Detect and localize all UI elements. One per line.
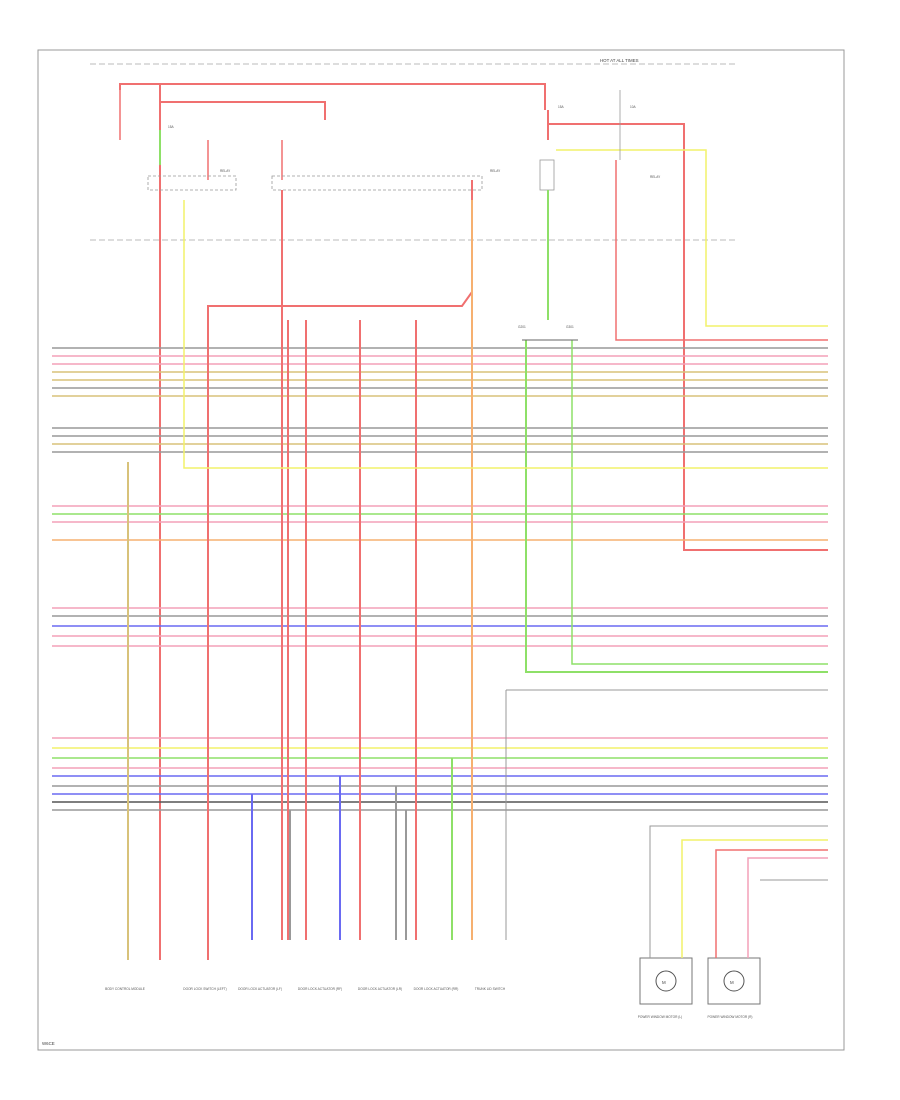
upper-section: RELAY RELAY 10A RELAY 15A 15A bbox=[119, 83, 828, 960]
wire-red-right-loop bbox=[547, 123, 828, 551]
motor-left-symbol: M bbox=[662, 980, 666, 985]
fuse-box-right bbox=[539, 159, 555, 191]
motor-right-box bbox=[707, 957, 761, 1005]
relay-box-left bbox=[147, 175, 237, 191]
vertical-wire-group bbox=[207, 190, 473, 960]
motor-right-icon bbox=[723, 970, 745, 992]
wire-green-bus-1 bbox=[525, 340, 828, 673]
ground-label-1: G201 bbox=[518, 325, 526, 329]
relay-left-label: RELAY bbox=[220, 169, 231, 173]
component-label-5: DOOR LOCK ACTUATOR (RR) bbox=[414, 987, 459, 991]
wire-motor-4 bbox=[747, 857, 828, 958]
motor-right-symbol: M bbox=[730, 980, 734, 985]
ground-label-2: G301 bbox=[566, 325, 574, 329]
wire-yellow-right bbox=[556, 149, 828, 327]
component-label-0: BODY CONTROL MODULE bbox=[105, 987, 145, 991]
wire-red-bridge bbox=[207, 180, 473, 320]
component-label-6: TRUNK LID SWITCH bbox=[475, 987, 506, 991]
wire-red-right-2 bbox=[615, 160, 828, 341]
fuse-a-label: 15A bbox=[168, 125, 175, 129]
fuse-c-label: 10A bbox=[630, 105, 637, 109]
component-label-2: DOOR LOCK ACTUATOR (LF) bbox=[238, 987, 282, 991]
wire-green-bus-2 bbox=[571, 340, 828, 665]
wire-yellow-left bbox=[183, 200, 828, 469]
motor-left-box bbox=[639, 957, 693, 1005]
component-label-7: POWER WINDOW MOTOR (L) bbox=[638, 1015, 682, 1019]
relay-mid-label: RELAY bbox=[490, 169, 501, 173]
wire-motor-3 bbox=[715, 849, 828, 958]
wire-feed-top bbox=[119, 83, 546, 110]
wire-feed-2 bbox=[159, 101, 326, 120]
relay-box-mid bbox=[271, 175, 483, 191]
diagram-frame bbox=[37, 49, 845, 1051]
horizontal-bus-group bbox=[52, 347, 828, 811]
footer-code: W6CE bbox=[42, 1041, 55, 1046]
relay-right-label: RELAY bbox=[650, 175, 661, 179]
wire-motor-1 bbox=[649, 825, 828, 958]
motor-left-icon bbox=[655, 970, 677, 992]
motor-section: M M bbox=[639, 825, 828, 1005]
top-bus-label: HOT AT ALL TIMES bbox=[600, 58, 639, 63]
fuse-b-label: 15A bbox=[558, 105, 565, 109]
component-label-1: DOOR LOCK SWITCH (LEFT) bbox=[183, 987, 226, 991]
component-labels: BODY CONTROL MODULE DOOR LOCK SWITCH (LEF… bbox=[105, 987, 752, 1019]
component-label-8: POWER WINDOW MOTOR (R) bbox=[708, 1015, 753, 1019]
wire-motor-2 bbox=[681, 839, 828, 958]
component-label-4: DOOR LOCK ACTUATOR (LR) bbox=[358, 987, 402, 991]
component-label-3: DOOR LOCK ACTUATOR (RF) bbox=[298, 987, 342, 991]
